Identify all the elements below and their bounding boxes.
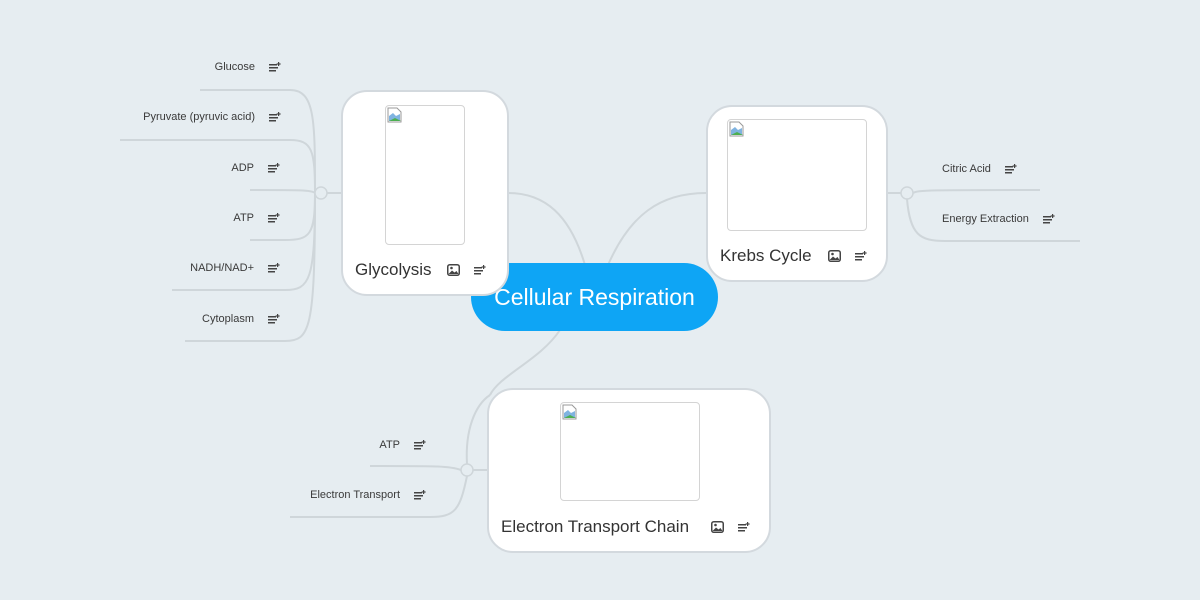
add-note-icon[interactable] — [268, 313, 280, 325]
subtopic-energy-extraction[interactable]: Energy Extraction — [942, 209, 1055, 229]
add-note-icon[interactable] — [269, 111, 281, 123]
subtopic-citric-acid[interactable]: Citric Acid — [942, 159, 1017, 179]
add-note-icon[interactable] — [1042, 213, 1055, 225]
topic-image — [727, 119, 867, 231]
subtopic-cytoplasm[interactable]: Cytoplasm — [202, 309, 280, 329]
subtopic-label: NADH/NAD+ — [190, 262, 254, 274]
subtopic-electron-transport[interactable]: Electron Transport — [310, 485, 426, 505]
topic-image — [385, 105, 465, 245]
subtopic-etc-atp[interactable]: ATP — [379, 435, 426, 455]
subtopic-pyruvate[interactable]: Pyruvate (pyruvic acid) — [143, 107, 281, 127]
subtopic-label: ATP — [233, 212, 254, 224]
broken-image-icon — [387, 107, 402, 123]
add-note-icon[interactable] — [738, 521, 750, 533]
topic-krebs-cycle[interactable]: Krebs Cycle — [706, 105, 888, 282]
subtopic-atp[interactable]: ATP — [233, 208, 280, 228]
subtopic-label: Energy Extraction — [942, 213, 1029, 225]
subtopic-label: Pyruvate (pyruvic acid) — [143, 111, 255, 123]
topic-glycolysis[interactable]: Glycolysis — [341, 90, 509, 296]
subtopic-label: Glucose — [214, 61, 255, 73]
add-note-icon[interactable] — [268, 212, 280, 224]
add-note-icon[interactable] — [269, 61, 281, 73]
subtopic-label: Citric Acid — [942, 163, 991, 175]
add-note-icon[interactable] — [474, 264, 486, 276]
subtopic-glucose[interactable]: Glucose — [215, 57, 281, 77]
glycolysis-collapse-toggle — [314, 186, 328, 200]
add-note-icon[interactable] — [414, 439, 426, 451]
central-topic-label: Cellular Respiration — [494, 283, 695, 310]
subtopic-label: Cytoplasm — [202, 313, 254, 325]
krebs-collapse-toggle — [900, 186, 914, 200]
image-icon[interactable] — [828, 250, 841, 262]
add-note-icon[interactable] — [1004, 163, 1017, 175]
add-note-icon[interactable] — [268, 162, 280, 174]
topic-electron-transport-chain[interactable]: Electron Transport Chain — [487, 388, 771, 553]
topic-title: Glycolysis — [355, 260, 432, 279]
add-note-icon[interactable] — [855, 250, 867, 262]
topic-title: Krebs Cycle — [720, 246, 812, 265]
broken-image-icon — [729, 121, 744, 137]
image-icon[interactable] — [447, 264, 460, 276]
central-topic[interactable]: Cellular Respiration — [471, 263, 718, 331]
add-note-icon[interactable] — [268, 262, 280, 274]
subtopic-label: Electron Transport — [310, 489, 400, 501]
topic-image — [560, 402, 700, 501]
broken-image-icon — [562, 404, 577, 420]
etc-collapse-toggle — [460, 463, 474, 477]
subtopic-label: ADP — [231, 162, 254, 174]
add-note-icon[interactable] — [414, 489, 426, 501]
subtopic-label: ATP — [379, 439, 400, 451]
topic-title: Electron Transport Chain — [501, 517, 690, 536]
subtopic-adp[interactable]: ADP — [231, 158, 280, 178]
image-icon[interactable] — [711, 521, 724, 533]
subtopic-nadh[interactable]: NADH/NAD+ — [190, 258, 280, 278]
